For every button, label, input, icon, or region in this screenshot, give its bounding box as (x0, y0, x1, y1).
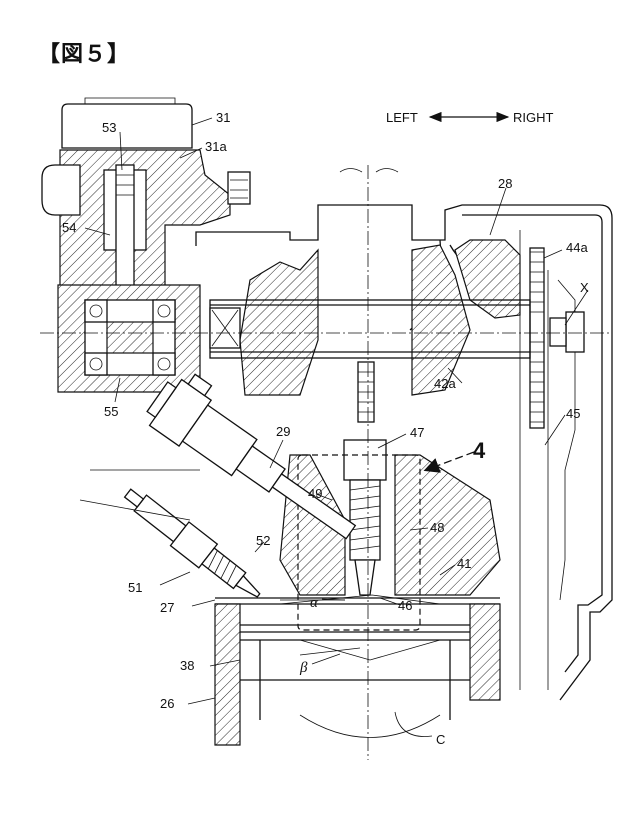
label-48: 48 (430, 520, 444, 535)
spark-plug-center (343, 361, 387, 596)
label-27: 27 (160, 600, 174, 615)
label-31: 31 (216, 110, 230, 125)
label-45: 45 (566, 406, 580, 421)
fuel-injector (146, 373, 357, 540)
label-51: 51 (128, 580, 142, 595)
label-52: 52 (256, 533, 270, 548)
cam-sprocket (529, 247, 585, 429)
spark-plug-side (123, 488, 261, 598)
label-31a: 31a (205, 139, 227, 154)
label-c: C (436, 732, 445, 747)
angle-lines (280, 599, 361, 656)
label-42a: 42a (434, 376, 456, 391)
label-4: 4 (473, 438, 486, 463)
label-54: 54 (62, 220, 76, 235)
camshaft (209, 299, 531, 359)
label-beta: β (299, 660, 308, 676)
label-38: 38 (180, 658, 194, 673)
top-bolt-outline (339, 168, 399, 173)
leader-lines (84, 117, 589, 737)
label-alpha: α (310, 595, 319, 611)
label-44a: 44a (566, 240, 588, 255)
label-41: 41 (457, 556, 471, 571)
label-55: 55 (104, 404, 118, 419)
cylinder-head (239, 239, 521, 596)
label-46: 46 (398, 598, 412, 613)
oil-pump-assembly (41, 97, 251, 393)
detail-region-4 (297, 454, 421, 631)
label-53: 53 (102, 120, 116, 135)
label-29: 29 (276, 424, 290, 439)
label-49: 49 (308, 486, 322, 501)
direction-right-label: RIGHT (513, 110, 554, 125)
label-47: 47 (410, 425, 424, 440)
label-x: X (580, 280, 589, 295)
label-28: 28 (498, 176, 512, 191)
figure-title: 【図５】 (38, 41, 131, 67)
direction-left-label: LEFT (386, 110, 418, 125)
detail-arrow-4 (423, 451, 475, 473)
label-26: 26 (160, 696, 174, 711)
